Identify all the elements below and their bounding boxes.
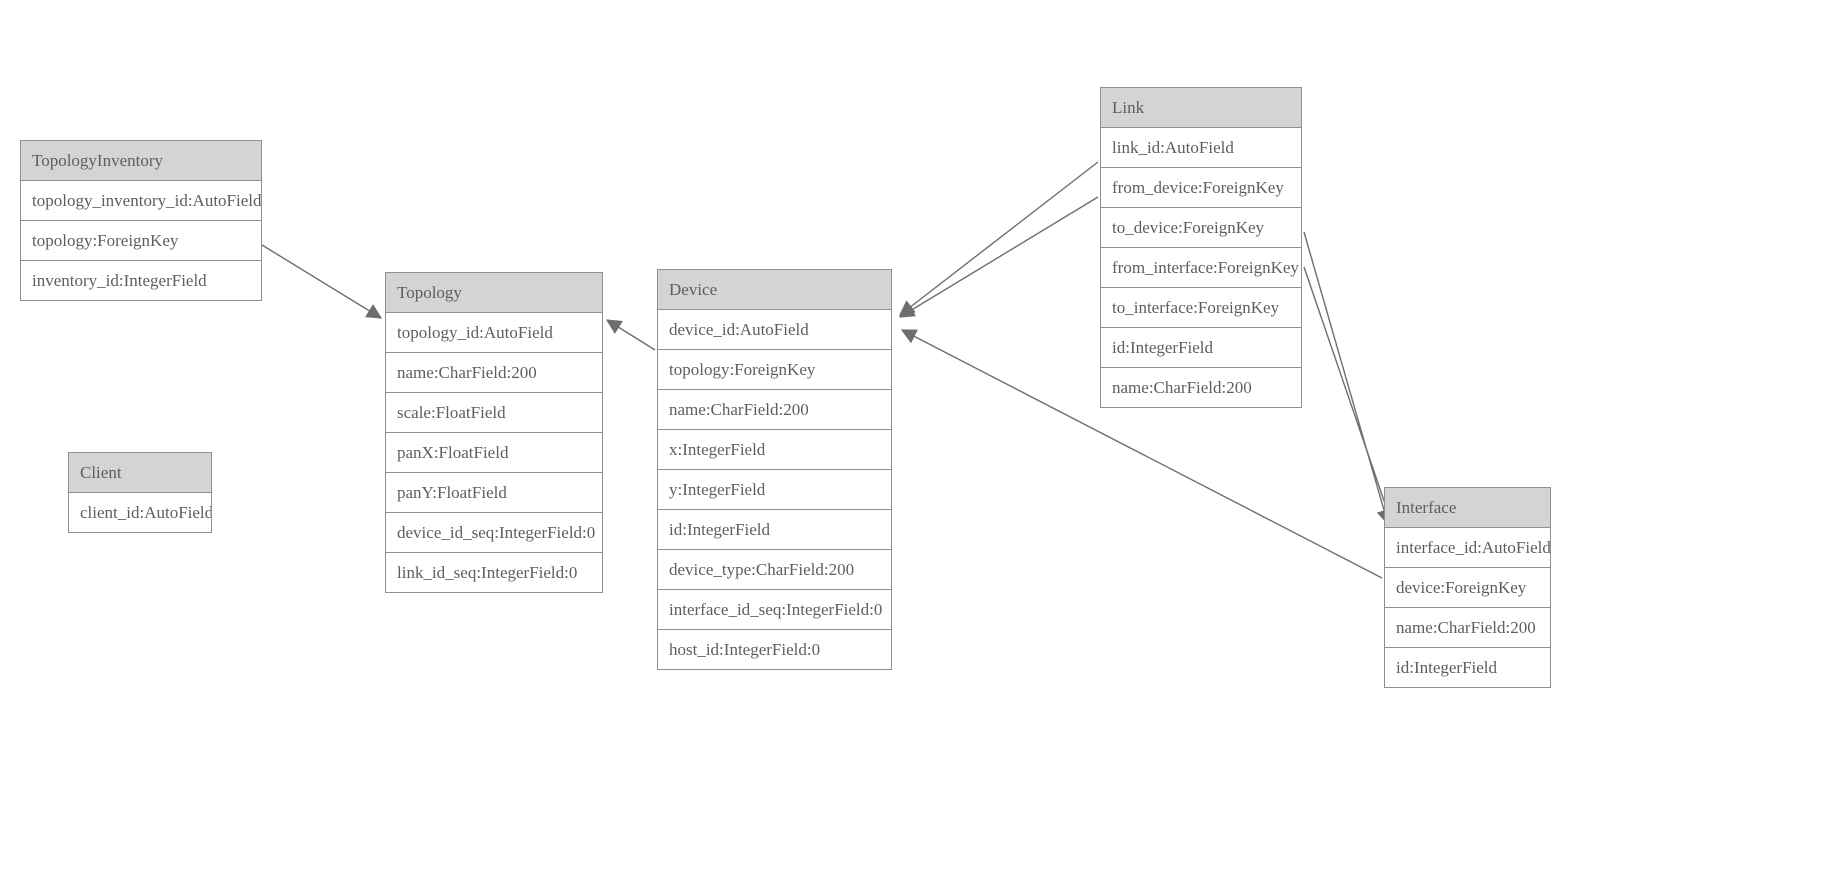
entity-field[interactable]: topology:ForeignKey bbox=[21, 221, 261, 261]
entity-field[interactable]: name:CharField:200 bbox=[1101, 368, 1301, 408]
edge-device-topology bbox=[605, 319, 656, 351]
entity-field[interactable]: name:CharField:200 bbox=[658, 390, 891, 430]
entity-field[interactable]: link_id:AutoField bbox=[1101, 128, 1301, 168]
entity-field[interactable]: client_id:AutoField bbox=[69, 493, 211, 533]
edge-link-from-interface bbox=[1303, 231, 1392, 526]
entity-field[interactable]: topology_inventory_id:AutoField bbox=[21, 181, 261, 221]
entity-field[interactable]: id:IntegerField bbox=[1101, 328, 1301, 368]
edge-link-to-device bbox=[898, 196, 1099, 318]
entity-field[interactable]: y:IntegerField bbox=[658, 470, 891, 510]
entity-field[interactable]: interface_id:AutoField bbox=[1385, 528, 1550, 568]
entity-field[interactable]: id:IntegerField bbox=[1385, 648, 1550, 688]
entity-title-client: Client bbox=[69, 453, 211, 493]
entity-field[interactable]: name:CharField:200 bbox=[386, 353, 602, 393]
entity-title-topology: Topology bbox=[386, 273, 602, 313]
entity-field[interactable]: to_interface:ForeignKey bbox=[1101, 288, 1301, 328]
entity-field[interactable]: host_id:IntegerField:0 bbox=[658, 630, 891, 670]
entity-title-interface: Interface bbox=[1385, 488, 1550, 528]
entity-title-device: Device bbox=[658, 270, 891, 310]
entity-field[interactable]: device:ForeignKey bbox=[1385, 568, 1550, 608]
entity-field[interactable]: link_id_seq:IntegerField:0 bbox=[386, 553, 602, 593]
entity-field[interactable]: panY:FloatField bbox=[386, 473, 602, 513]
entity-field[interactable]: from_interface:ForeignKey bbox=[1101, 248, 1301, 288]
entity-field[interactable]: interface_id_seq:IntegerField:0 bbox=[658, 590, 891, 630]
entity-field[interactable]: topology:ForeignKey bbox=[658, 350, 891, 390]
entity-field[interactable]: panX:FloatField bbox=[386, 433, 602, 473]
entity-field[interactable]: inventory_id:IntegerField bbox=[21, 261, 261, 301]
entity-title-link: Link bbox=[1101, 88, 1301, 128]
entity-field[interactable]: x:IntegerField bbox=[658, 430, 891, 470]
entity-field[interactable]: device_type:CharField:200 bbox=[658, 550, 891, 590]
entity-field[interactable]: device_id_seq:IntegerField:0 bbox=[386, 513, 602, 553]
entity-field[interactable]: scale:FloatField bbox=[386, 393, 602, 433]
edge-link-to-interface bbox=[1303, 266, 1395, 526]
entity-field[interactable]: device_id:AutoField bbox=[658, 310, 891, 350]
entity-field[interactable]: id:IntegerField bbox=[658, 510, 891, 550]
entity-title-topologyinventory: TopologyInventory bbox=[21, 141, 261, 181]
entity-field[interactable]: name:CharField:200 bbox=[1385, 608, 1550, 648]
entity-field[interactable]: to_device:ForeignKey bbox=[1101, 208, 1301, 248]
edge-link-from-device bbox=[898, 161, 1099, 316]
edge-topologyinventory-topology bbox=[261, 244, 383, 319]
entity-field[interactable]: topology_id:AutoField bbox=[386, 313, 602, 353]
entity-field[interactable]: from_device:ForeignKey bbox=[1101, 168, 1301, 208]
